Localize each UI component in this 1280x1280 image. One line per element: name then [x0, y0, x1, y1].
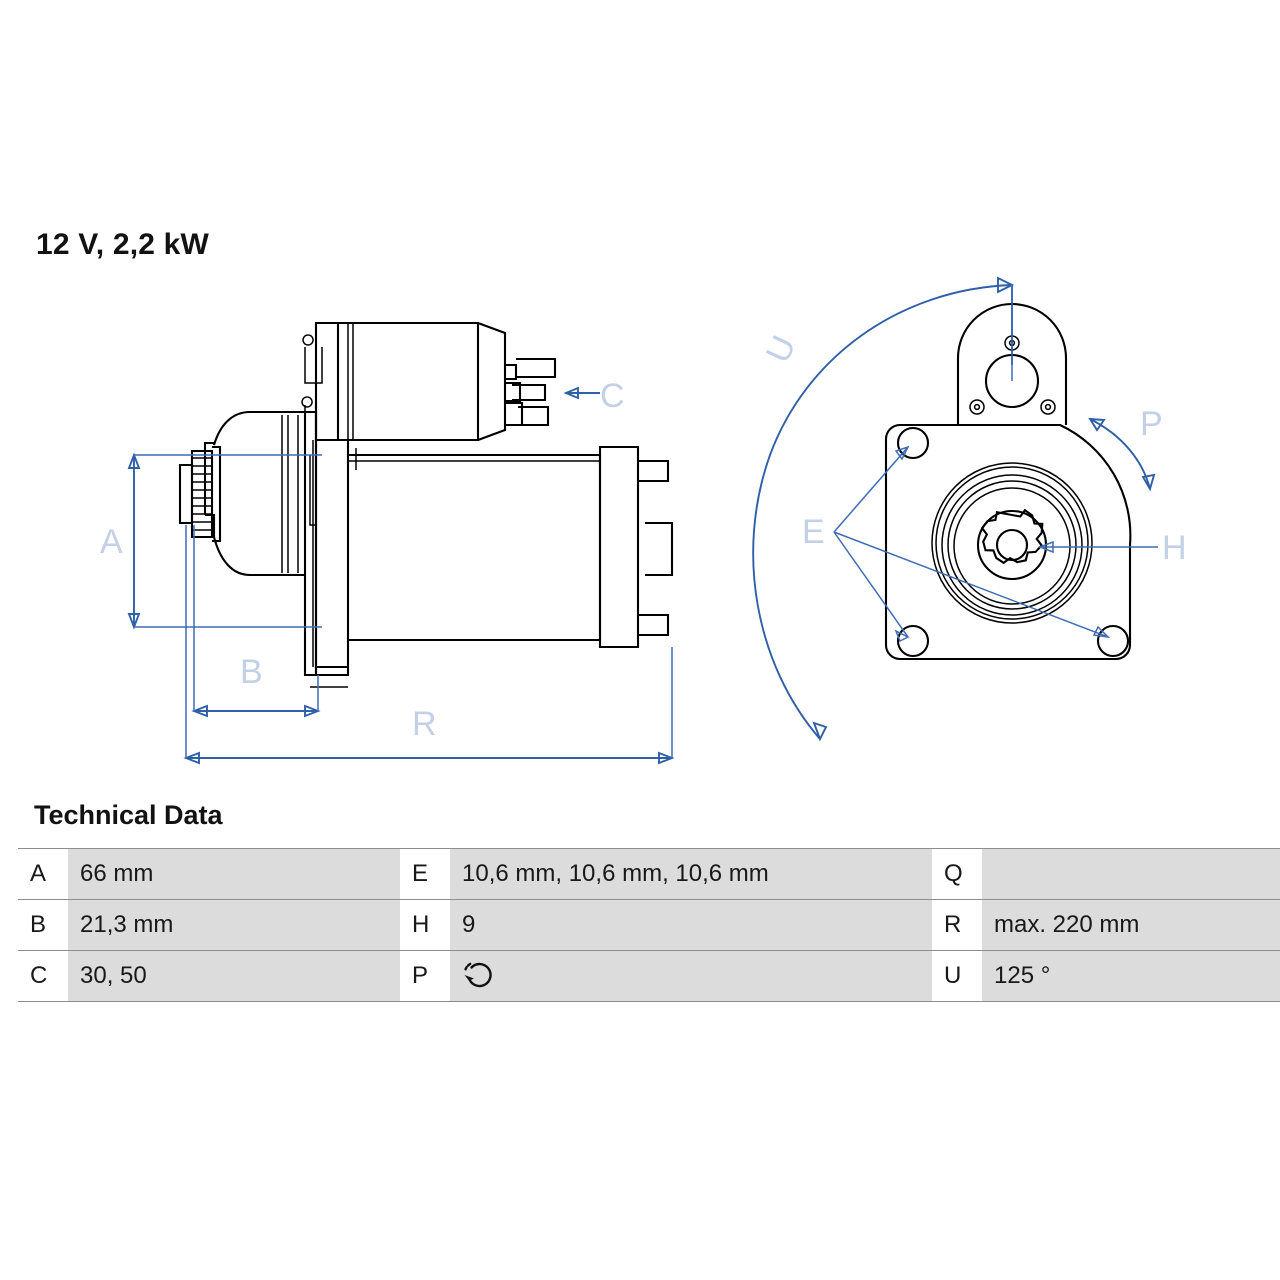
motor-body: [348, 445, 674, 649]
row-key-c: C: [18, 950, 68, 1002]
drive-rings: [931, 462, 1093, 624]
flange-plate: [884, 423, 1132, 661]
row-key-u: U: [932, 950, 982, 1002]
angle-arc-u: U: [752, 276, 1015, 742]
dim-label-c: C: [600, 377, 625, 415]
callout-c: C: [563, 377, 625, 415]
pinion-gear-front: [976, 508, 1048, 581]
row-value-p: [450, 950, 932, 1002]
page-title: 12 V, 2,2 kW: [36, 228, 210, 261]
technical-data-heading: Technical Data: [34, 800, 223, 830]
solenoid-body: [301, 321, 507, 442]
pinion-gear: [178, 445, 222, 543]
dim-label-b: B: [240, 653, 263, 691]
row-key-p: P: [400, 950, 450, 1002]
row-value-r: max. 220 mm: [982, 899, 1280, 951]
dim-label-r: R: [412, 705, 437, 743]
row-key-a: A: [18, 848, 68, 900]
top-mounting-boss: [956, 285, 1068, 425]
dim-label-p: P: [1140, 405, 1163, 443]
dimension-b: B: [191, 525, 321, 718]
row-value-b: 21,3 mm: [68, 899, 400, 951]
drive-end-housing: [203, 410, 318, 677]
table-row: A 66 mm E 10,6 mm, 10,6 mm, 10,6 mm Q: [18, 848, 1280, 900]
row-key-h: H: [400, 899, 450, 951]
row-key-e: E: [400, 848, 450, 900]
row-value-e: 10,6 mm, 10,6 mm, 10,6 mm: [450, 848, 932, 900]
front-view-group: U: [752, 276, 1187, 742]
rotation-clockwise-icon: [464, 962, 492, 988]
technical-drawing: C: [100, 276, 1187, 765]
row-key-b: B: [18, 899, 68, 951]
row-value-a: 66 mm: [68, 848, 400, 900]
dim-label-u: U: [759, 330, 804, 368]
dim-label-a: A: [100, 523, 123, 561]
dimension-r: R: [183, 525, 675, 765]
row-value-c: 30, 50: [68, 950, 400, 1002]
dimension-a: A: [100, 452, 322, 630]
row-value-u: 125 °: [982, 950, 1280, 1002]
callout-p: P: [1088, 405, 1163, 492]
row-value-h: 9: [450, 899, 932, 951]
side-view-group: C: [100, 321, 675, 765]
row-value-q: [982, 848, 1280, 900]
dim-label-h: H: [1162, 529, 1187, 567]
solenoid-terminals: [505, 357, 557, 427]
row-key-q: Q: [932, 848, 982, 900]
dim-label-e: E: [802, 513, 825, 551]
callout-h: H: [1037, 529, 1187, 567]
table-row: C 30, 50 P U 125 °: [18, 950, 1280, 1002]
table-row: B 21,3 mm H 9 R max. 220 mm: [18, 899, 1280, 951]
callout-e: E: [802, 445, 1111, 643]
row-key-r: R: [932, 899, 982, 951]
technical-data-table: A 66 mm E 10,6 mm, 10,6 mm, 10,6 mm Q B …: [18, 848, 1280, 1002]
